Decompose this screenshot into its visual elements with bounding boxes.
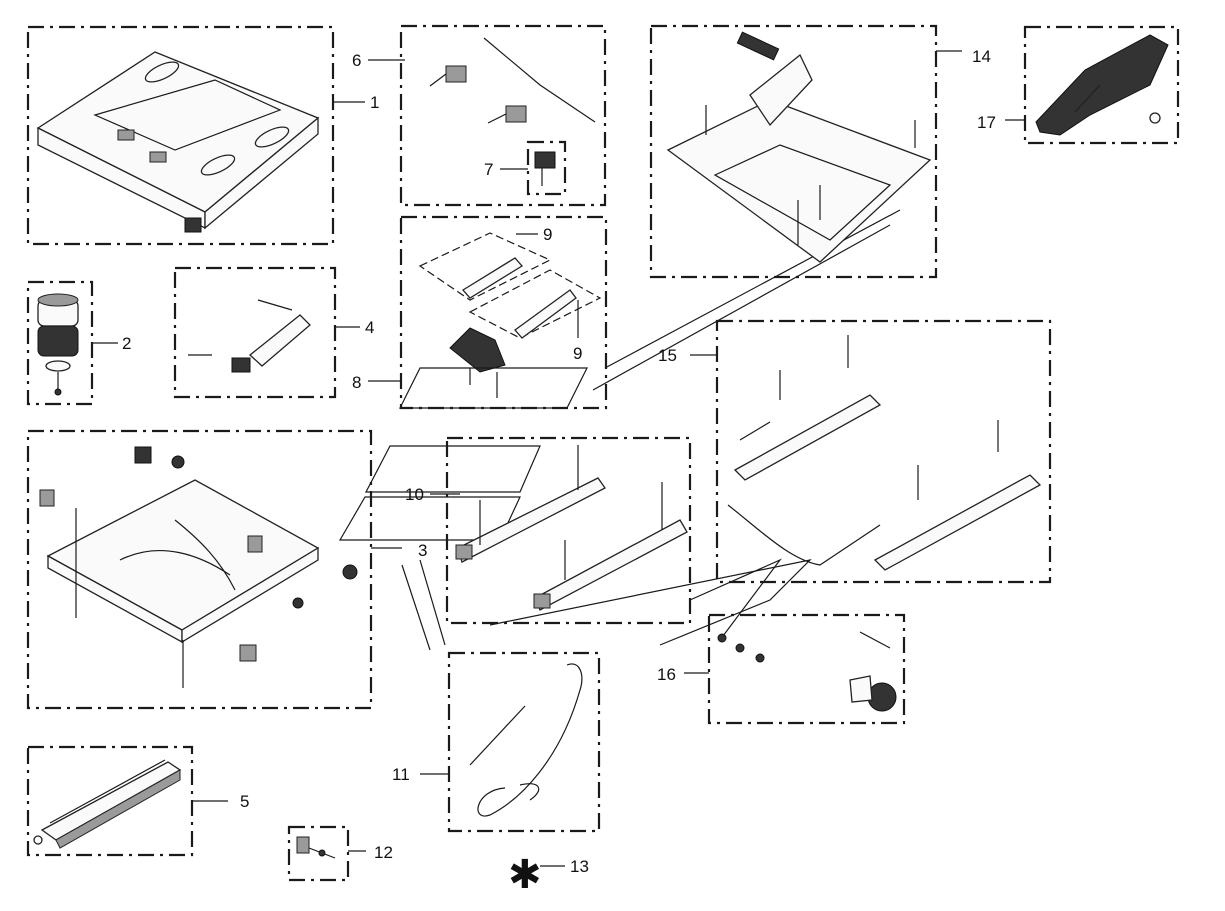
callout-7: 7: [484, 160, 493, 179]
callout-9-upper: 9: [543, 225, 552, 244]
group-17-armrest: 17: [977, 25, 1180, 145]
callout-4: 4: [365, 318, 374, 337]
callout-8: 8: [352, 373, 361, 392]
callout-12: 12: [374, 843, 393, 862]
callout-14: 14: [972, 47, 991, 66]
group-12-linkage: 12: [287, 825, 393, 882]
group-6-latches: 6: [352, 24, 607, 207]
asterisk-symbol: ✱: [508, 852, 542, 898]
group-13-note: ✱ 13: [508, 852, 589, 898]
callout-13: 13: [570, 857, 589, 876]
group-16-knob: 16: [657, 613, 906, 725]
callout-15: 15: [658, 346, 677, 365]
callout-2: 2: [122, 334, 131, 353]
callout-6: 6: [352, 51, 361, 70]
callout-3: 3: [418, 541, 427, 560]
callout-9-lower: 9: [573, 344, 582, 363]
group-5-slide-rail: 5: [26, 745, 249, 857]
callout-1: 1: [370, 93, 379, 112]
group-7-handle: 7: [484, 140, 567, 196]
group-10-rails: 10: [405, 436, 692, 625]
group-15-slide-assembly: 15: [658, 319, 1052, 584]
callout-11: 11: [392, 765, 410, 784]
callout-16: 16: [657, 665, 676, 684]
group-2-air-spring: 2: [26, 280, 131, 406]
group-3-lower-frame: 3: [26, 429, 427, 710]
group-8-lever-springs: 9 9 8: [352, 215, 608, 410]
group-4-shock-absorber: 4: [173, 266, 374, 399]
group-11-cable: 11: [392, 651, 601, 833]
group-1-base-frame: 1: [26, 25, 379, 246]
callout-5: 5: [240, 792, 249, 811]
group-14-upper-plate: 14: [649, 24, 991, 279]
callout-17: 17: [977, 113, 996, 132]
callout-10: 10: [405, 485, 424, 504]
